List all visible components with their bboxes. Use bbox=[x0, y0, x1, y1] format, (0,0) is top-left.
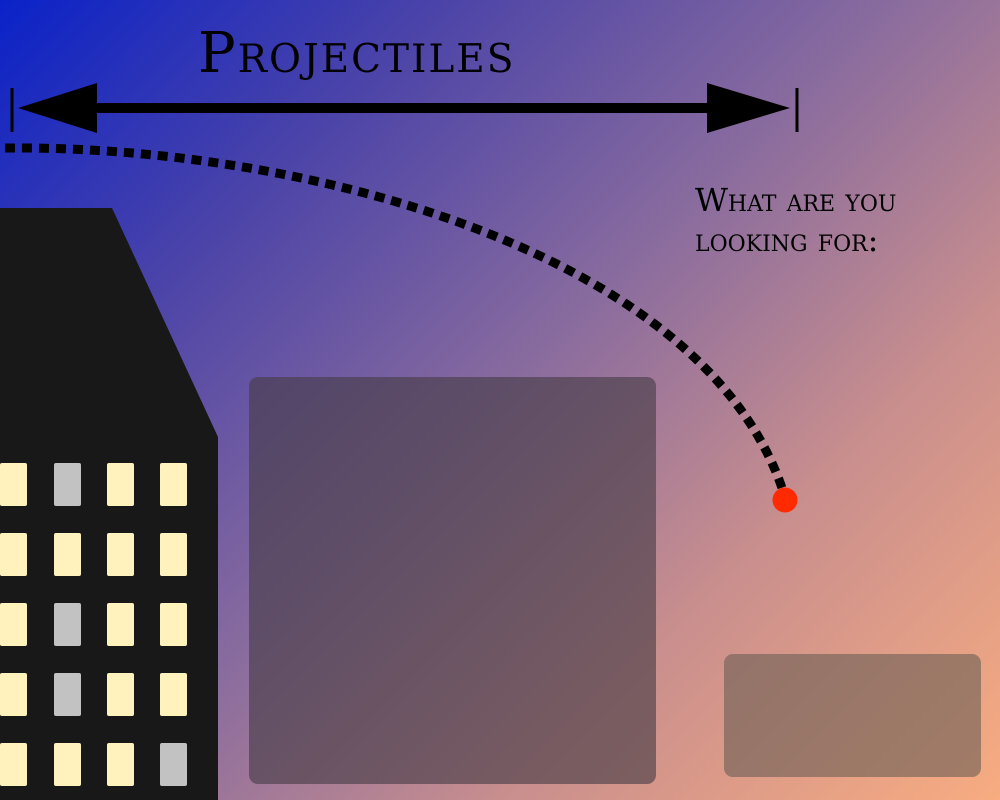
range-arrow bbox=[10, 83, 799, 133]
prompt-line-1: What are you bbox=[695, 181, 897, 219]
building-window-lit bbox=[107, 673, 134, 716]
building-window-lit bbox=[107, 463, 134, 506]
game-title: Projectiles bbox=[198, 21, 516, 86]
building-window-lit bbox=[160, 463, 187, 506]
building-window-dark bbox=[54, 673, 81, 716]
small-panel bbox=[724, 654, 981, 777]
building-window-lit bbox=[0, 743, 27, 786]
building-window-dark bbox=[160, 743, 187, 786]
building-window-lit bbox=[0, 603, 27, 646]
building-window-lit bbox=[0, 463, 27, 506]
range-arrow-right-head bbox=[707, 83, 790, 133]
building-window-lit bbox=[160, 603, 187, 646]
building-window-lit bbox=[107, 743, 134, 786]
prompt-line-2: looking for: bbox=[695, 221, 879, 259]
building-window-lit bbox=[107, 603, 134, 646]
building bbox=[0, 208, 218, 800]
building-window-lit bbox=[54, 533, 81, 576]
main-panel bbox=[249, 377, 656, 784]
building-windows bbox=[0, 463, 187, 786]
building-window-lit bbox=[54, 743, 81, 786]
prompt-question: What are you looking for: bbox=[695, 180, 975, 260]
range-arrow-left-head bbox=[18, 83, 97, 133]
building-window-lit bbox=[0, 533, 27, 576]
building-window-dark bbox=[54, 463, 81, 506]
building-window-dark bbox=[54, 603, 81, 646]
building-window-lit bbox=[160, 673, 187, 716]
building-window-lit bbox=[0, 673, 27, 716]
building-window-lit bbox=[107, 533, 134, 576]
trajectory-path bbox=[4, 143, 787, 490]
projectile[interactable] bbox=[772, 487, 798, 513]
building-window-lit bbox=[160, 533, 187, 576]
